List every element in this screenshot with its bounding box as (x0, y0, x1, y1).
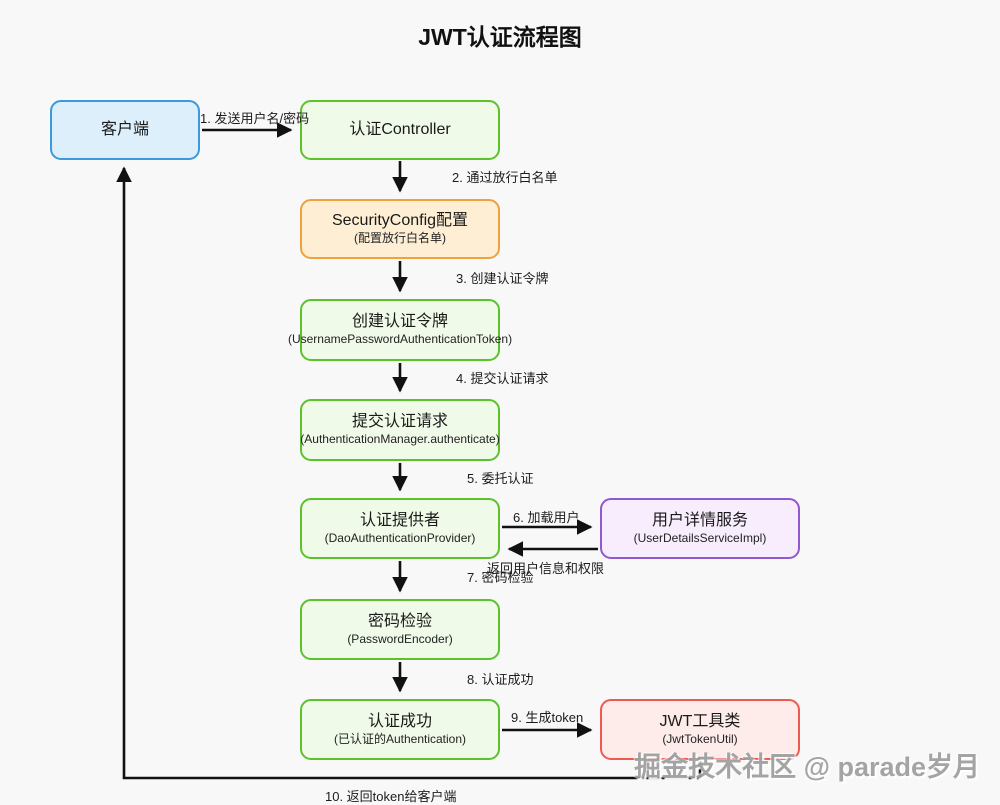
node-user-details-service-label: 用户详情服务 (651, 511, 748, 529)
edge-label-4: 4. 提交认证请求 (456, 371, 549, 386)
node-create-token-label: 创建认证令牌 (351, 313, 448, 331)
node-create-token-sub: (UsernamePasswordAuthenticationToken) (287, 332, 513, 347)
node-submit-auth-label: 提交认证请求 (351, 413, 448, 431)
node-jwt-util-label: JWT工具类 (659, 712, 741, 730)
node-auth-provider-label: 认证提供者 (359, 511, 440, 529)
edge-label-6: 6. 加载用户 (513, 510, 580, 525)
node-security-config-sub: (配置放行白名单) (354, 231, 446, 246)
arrow-10-jwtutil-to-client (116, 166, 702, 780)
node-auth-provider-sub: (DaoAuthenticationProvider) (324, 530, 476, 545)
watermark: 掘金技术社区 @ parade岁月 (634, 752, 980, 782)
edge-label-6-return: 返回用户信息和权限 (487, 561, 605, 576)
node-user-details-service-sub: (UserDetailsServiceImpl) (633, 530, 767, 545)
edge-label-5: 5. 委托认证 (467, 471, 534, 486)
node-submit-auth-sub: (AuthenticationManager.authenticate) (300, 432, 500, 447)
edge-label-8: 8. 认证成功 (467, 672, 534, 687)
node-auth-success-label: 认证成功 (367, 712, 432, 730)
node-password-check-label: 密码检验 (367, 612, 432, 630)
node-auth-provider: 认证提供者 (DaoAuthenticationProvider) (300, 498, 500, 559)
node-auth-success-sub: (已认证的Authentication) (333, 731, 467, 746)
node-password-check: 密码检验 (PasswordEncoder) (300, 599, 500, 660)
node-submit-auth: 提交认证请求 (AuthenticationManager.authentica… (300, 399, 500, 461)
node-auth-success: 认证成功 (已认证的Authentication) (300, 699, 500, 760)
node-security-config-label: SecurityConfig配置 (331, 212, 469, 230)
node-user-details-service: 用户详情服务 (UserDetailsServiceImpl) (600, 498, 800, 559)
edge-label-9: 9. 生成token (511, 710, 584, 725)
node-jwt-util: JWT工具类 (JwtTokenUtil) (600, 699, 800, 760)
edge-label-3: 3. 创建认证令牌 (456, 271, 549, 286)
node-security-config: SecurityConfig配置 (配置放行白名单) (300, 199, 500, 259)
node-auth-controller-label: 认证Controller (349, 121, 451, 138)
node-client-label: 客户端 (100, 121, 149, 138)
diagram-title: JWT认证流程图 (418, 24, 582, 50)
edge-label-1: 1. 发送用户名/密码 (200, 111, 310, 126)
node-auth-controller: 认证Controller (300, 100, 500, 160)
node-password-check-sub: (PasswordEncoder) (347, 631, 453, 646)
node-client: 客户端 (50, 100, 200, 160)
edge-label-2: 2. 通过放行白名单 (452, 170, 558, 185)
node-jwt-util-sub: (JwtTokenUtil) (662, 731, 738, 746)
node-create-token: 创建认证令牌 (UsernamePasswordAuthenticationTo… (288, 299, 512, 361)
edge-label-7: 7. 密码检验 (467, 570, 534, 585)
edge-label-10: 10. 返回token给客户端 (325, 789, 457, 804)
